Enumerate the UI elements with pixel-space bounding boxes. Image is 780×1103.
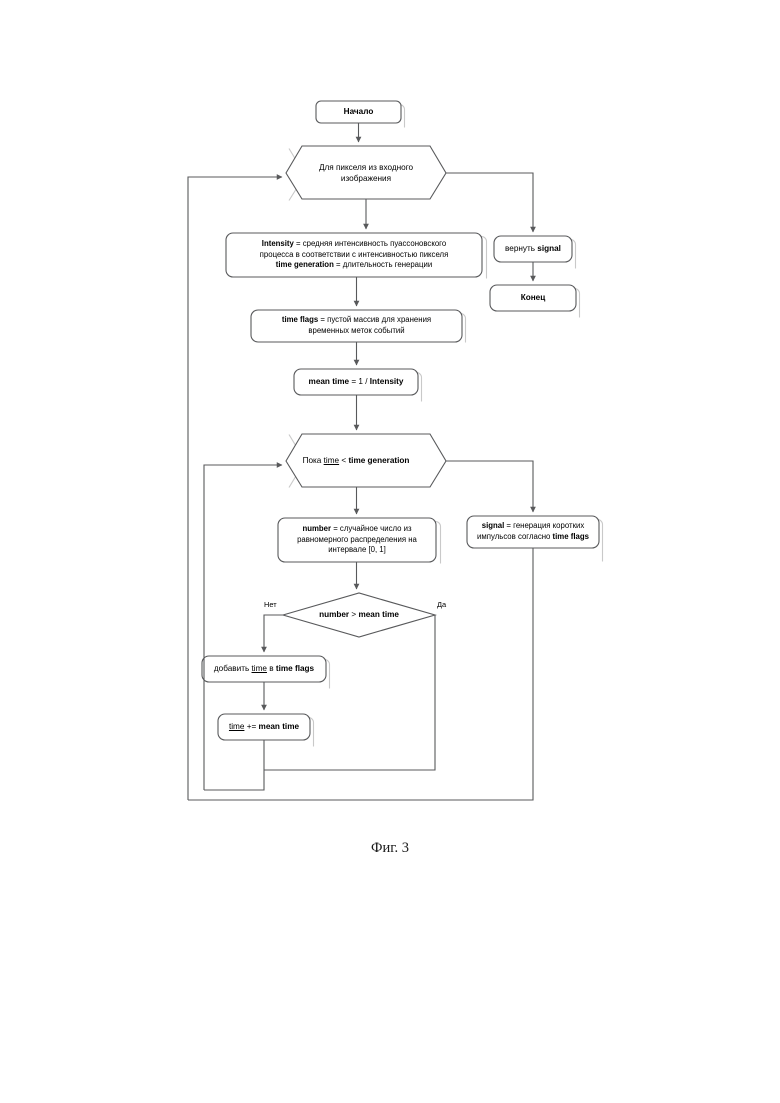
edge-increment-to-inner-return <box>204 740 265 791</box>
figure-caption: Фиг. 3 <box>370 840 410 856</box>
node-number-shape <box>277 517 437 563</box>
node-decision-shape <box>281 592 437 638</box>
edge-outer-loop-back <box>187 174 283 800</box>
node-return-signal-shape <box>493 235 573 263</box>
node-time-flags-shape <box>250 309 463 343</box>
node-while-shape <box>285 433 447 488</box>
node-init-shape <box>225 232 483 278</box>
node-end-shape <box>489 284 577 312</box>
edge-decision-yes-return <box>264 615 436 771</box>
edge-label-yes: Да <box>437 600 447 609</box>
edge-while-to-signal <box>446 460 536 513</box>
edge-inner-loop-back <box>203 462 283 790</box>
node-append-shape <box>201 655 327 683</box>
node-for-pixel-shape <box>285 145 447 200</box>
edge-label-no: Нет <box>264 600 277 609</box>
node-increment-shape <box>217 713 311 741</box>
node-start-shape <box>315 100 402 124</box>
edge-forpixel-to-returnsignal <box>446 172 536 233</box>
edge-decision-no <box>261 614 283 653</box>
node-mean-time-shape <box>293 368 419 396</box>
node-signal-shape <box>466 515 600 549</box>
edge-signal-to-outer-return <box>188 548 534 801</box>
